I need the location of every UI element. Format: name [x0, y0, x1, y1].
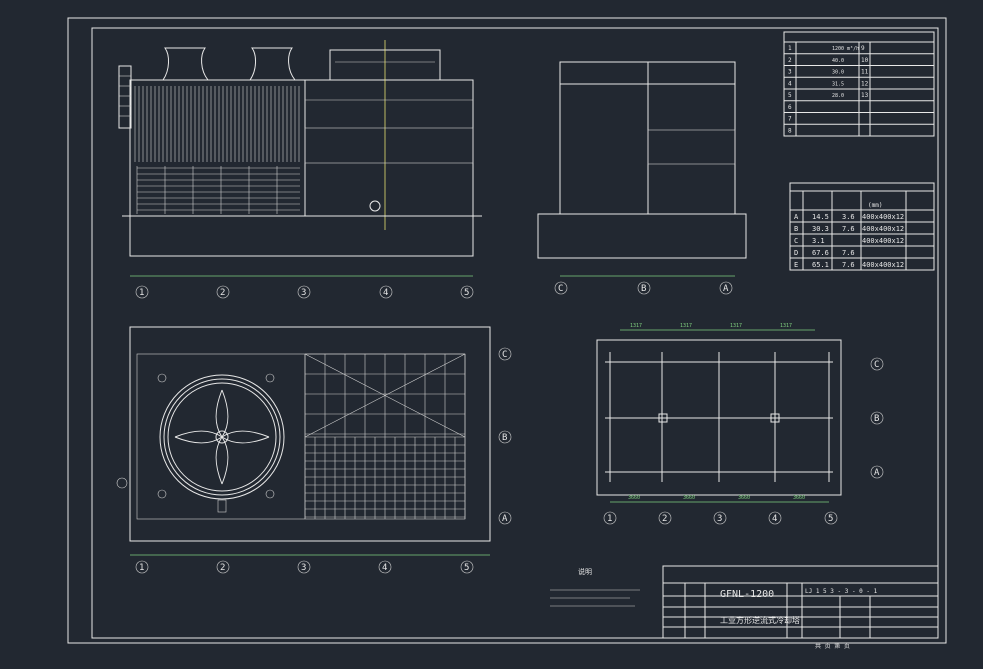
param-value: 40.0: [832, 58, 844, 64]
plan-axis-2: 2: [220, 563, 225, 573]
plan-axis-4: 4: [382, 563, 387, 573]
dim-top: 1317: [730, 323, 742, 329]
inner-frame: [91, 27, 939, 639]
data-row-c3: 400x400x12: [862, 261, 904, 269]
data-row-id: B: [794, 225, 798, 233]
data-row-id: A: [794, 213, 799, 221]
param-row-no-right: 12: [861, 80, 869, 87]
param-row-no: 4: [788, 80, 792, 87]
data-row-id: D: [794, 249, 798, 257]
dim-bottom: 3660: [628, 495, 640, 501]
param-row-no: 7: [788, 116, 792, 123]
param-value: 1200 m³/h: [832, 46, 859, 52]
dim-top: 1317: [680, 323, 692, 329]
data-row-c1: 30.3: [812, 225, 829, 233]
param-value: 28.0: [832, 93, 844, 99]
data-row-c3: 400x400x12: [862, 237, 904, 245]
parameter-table: 1 1200 m³/h 2 40.0 3 30.0 4 31.5 5 28.0 6 7 8 9 10 11 12…: [783, 31, 935, 137]
front-axis-5: 5: [464, 288, 469, 298]
dim-bottom: 3660: [793, 495, 805, 501]
front-axis-1: 1: [139, 288, 144, 298]
param-row-no: 3: [788, 69, 792, 76]
dim-bottom: 3660: [683, 495, 695, 501]
found-axis-3: 3: [717, 514, 722, 524]
found-axis-5: 5: [828, 514, 833, 524]
param-value: 30.0: [832, 70, 844, 76]
side-elevation: C B A: [537, 61, 747, 295]
plan-axis-3: 3: [301, 563, 306, 573]
param-row-no-right: 9: [861, 45, 865, 52]
side-axis-c: C: [558, 284, 563, 294]
param-value: 31.5: [832, 81, 844, 87]
drawing-title: 工业方形逆流式冷却塔: [720, 615, 800, 625]
param-row-no-right: 11: [861, 69, 869, 76]
plan-view: 1 2 3 4 5 C B A: [116, 326, 512, 574]
data-row-c3: 400x400x12: [862, 213, 904, 221]
found-axis-a: A: [874, 468, 880, 478]
plan-axis-1: 1: [139, 563, 144, 573]
found-axis-4: 4: [772, 514, 777, 524]
param-row-no: 6: [788, 104, 792, 111]
data-row-c1: 14.5: [812, 213, 829, 221]
param-row-no: 5: [788, 92, 792, 99]
data-row-c2: 7.6: [842, 249, 855, 257]
data-row-c1: 67.6: [812, 249, 829, 257]
data-row-c1: 65.1: [812, 261, 829, 269]
drawing-number: LJ 1 5 3 - 3 - 0 - 1: [805, 588, 878, 595]
dim-top: 1317: [780, 323, 792, 329]
notes-title: 说明: [578, 567, 592, 576]
data-row-c1: 3.1: [812, 237, 825, 245]
brace: [304, 353, 466, 438]
outer-frame: [67, 17, 947, 644]
side-axis-a: A: [723, 284, 729, 294]
found-axis-c: C: [874, 360, 879, 370]
plan-axis-5: 5: [464, 563, 469, 573]
plan-axis-c: C: [502, 350, 507, 360]
param-row-no: 1: [788, 45, 792, 52]
data-row-id: C: [794, 237, 798, 245]
data-row-c2: 3.6: [842, 213, 855, 221]
param-row-no: 2: [788, 57, 792, 64]
data-row-c2: 7.6: [842, 261, 855, 269]
dim-bottom: 3660: [738, 495, 750, 501]
data-row-c2: 7.6: [842, 225, 855, 233]
side-axis-b: B: [641, 284, 646, 294]
data-row-c3: 400x400x12: [862, 225, 904, 233]
param-row-no-right: 10: [861, 57, 869, 64]
plan-axis-a: A: [502, 514, 508, 524]
param-row-no-right: 13: [861, 92, 869, 99]
front-axis-4: 4: [383, 288, 388, 298]
found-axis-b: B: [874, 414, 879, 424]
front-elevation: [118, 40, 482, 257]
model-name: GFNL-1200: [720, 589, 774, 600]
front-axis-2: 2: [220, 288, 225, 298]
param-row-no: 8: [788, 127, 792, 134]
plan-axis-b: B: [502, 433, 507, 443]
dim-top: 1317: [630, 323, 642, 329]
found-axis-1: 1: [607, 514, 612, 524]
data-row-id: E: [794, 261, 798, 269]
data-table-unit: (mm): [868, 202, 882, 209]
title-block: GFNL-1200 工业方形逆流式冷却塔 LJ 1 5 3 - 3 - 0 - …: [662, 565, 939, 650]
foundation-plan: 1317 1317 1317 1317 3660 3660 3660 3660 1 2 3 4…: [596, 323, 884, 525]
found-axis-2: 2: [662, 514, 667, 524]
sheet-count: 共 页 第 页: [815, 642, 850, 650]
front-axis-3: 3: [301, 288, 306, 298]
